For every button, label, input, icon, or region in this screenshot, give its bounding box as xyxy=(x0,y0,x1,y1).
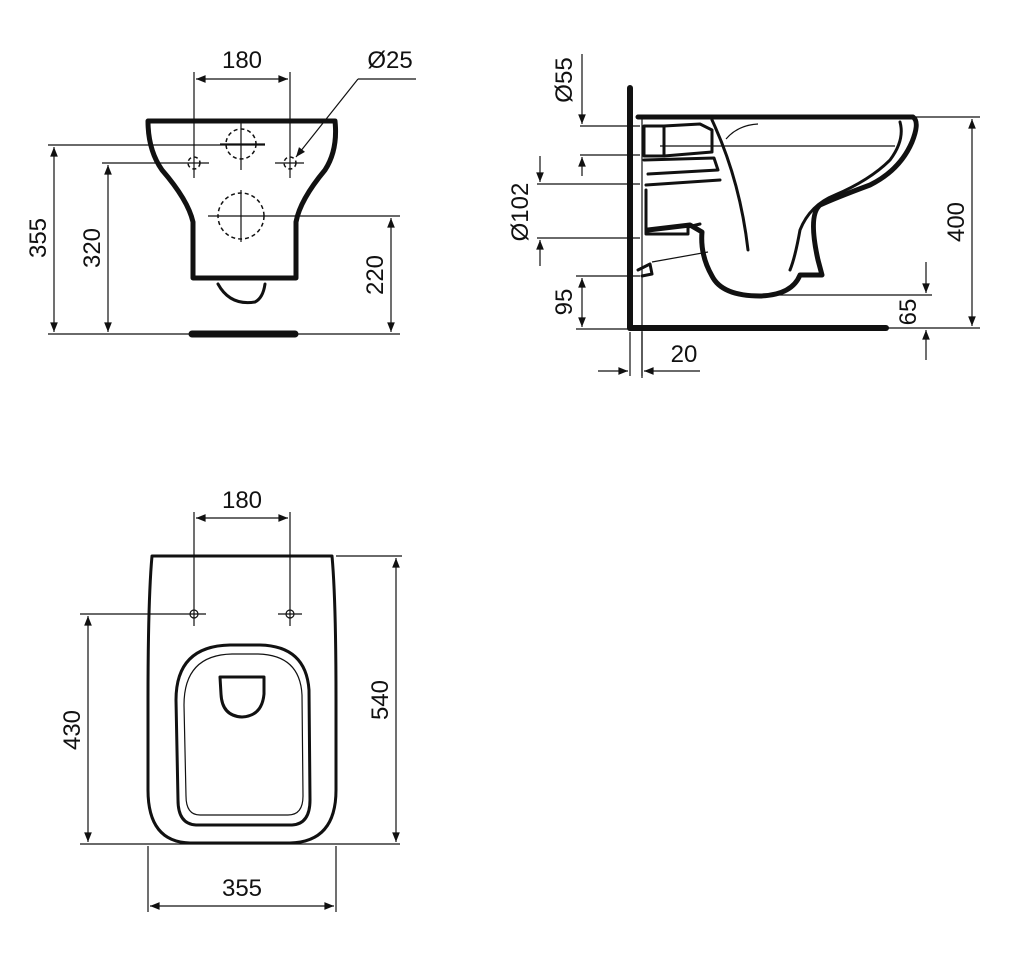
front-outlet-lip xyxy=(216,282,267,305)
outlet-spigot xyxy=(636,262,654,278)
dim-top-430: 430 xyxy=(59,710,86,750)
side-bowl-inner xyxy=(788,120,903,272)
dim-inlet-diameter: Ø55 xyxy=(551,57,578,102)
front-bowl-outline xyxy=(145,118,338,281)
dim-front-355: 355 xyxy=(25,218,52,258)
side-view: Ø55 Ø102 95 20 400 65 xyxy=(507,54,980,378)
inlet-connector xyxy=(642,124,666,158)
dim-front-180: 180 xyxy=(222,47,262,74)
dim-outlet-height: 95 xyxy=(551,289,578,316)
dim-front-220: 220 xyxy=(362,255,389,295)
seat-outer xyxy=(174,643,312,827)
dim-top-355: 355 xyxy=(222,875,262,902)
dim-fixing-hole-diameter: Ø25 xyxy=(367,47,412,74)
dim-bottom-clearance: 65 xyxy=(895,299,922,326)
side-bowl-profile xyxy=(635,114,919,299)
top-view: 180 430 540 355 xyxy=(59,487,402,912)
dim-top-180: 180 xyxy=(222,487,262,514)
dim-top-540: 540 xyxy=(367,680,394,720)
dim-wall-gap: 20 xyxy=(671,341,698,368)
front-view: 180 Ø25 355 320 220 xyxy=(25,47,416,338)
dim-front-320: 320 xyxy=(79,228,106,268)
dim-outlet-diameter: Ø102 xyxy=(507,183,534,242)
seat-hinge-cutout xyxy=(218,675,266,719)
seat-inner xyxy=(183,653,304,816)
top-bowl-outline xyxy=(146,554,338,845)
side-trapway xyxy=(710,118,750,252)
dim-side-400: 400 xyxy=(943,202,970,242)
